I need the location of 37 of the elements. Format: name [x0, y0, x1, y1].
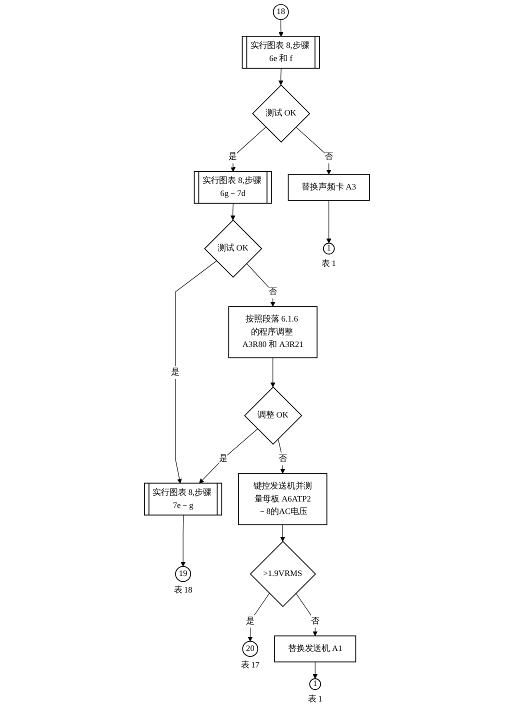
- edge-label: 是: [246, 616, 254, 626]
- arrow: [295, 126, 331, 175]
- node-circle: 1: [308, 678, 321, 690]
- node-diamond: 测试 OK: [204, 220, 262, 278]
- arrow: [180, 515, 186, 567]
- arrow: [280, 524, 285, 542]
- node-circle: 19: [174, 566, 191, 582]
- node-box: 替换发送机 A1: [274, 635, 356, 662]
- node-caption: 表 1: [321, 259, 336, 268]
- node-circle: 1: [322, 242, 334, 255]
- arrow: [174, 260, 216, 484]
- arrow: [246, 263, 275, 307]
- edge-label: 否: [324, 152, 333, 162]
- arrow: [278, 19, 283, 37]
- arrow: [278, 68, 283, 86]
- node-diamond: 调整 OK: [244, 386, 302, 445]
- node-circle: 20: [242, 640, 258, 657]
- node-caption: 表 1: [308, 694, 322, 704]
- arrow: [270, 357, 275, 388]
- edge-label: 是: [218, 454, 227, 464]
- edge-label: 否: [268, 287, 277, 296]
- edge-label: 否: [310, 616, 319, 626]
- arrow: [326, 200, 331, 244]
- edge-label: 是: [170, 368, 180, 377]
- node-diamond: >1.9VRMS: [249, 540, 316, 608]
- node-caption: 表 17: [240, 660, 259, 670]
- arrow: [312, 662, 318, 679]
- node-diamond: 测试 OK: [252, 84, 310, 143]
- node-box: 键控发送机并测量母板 A6ATP2－8的AC电压: [238, 473, 327, 526]
- node-circle: 18: [272, 4, 288, 20]
- node-caption: 表 18: [173, 586, 192, 595]
- node-box: 按照段落 6.1.6 的程序调整 A3R80 和 A3R21: [228, 306, 318, 358]
- edge-label: 否: [278, 454, 286, 464]
- arrow: [230, 203, 235, 220]
- arrow: [198, 428, 258, 484]
- node-box: 替换声频卡 A3: [287, 174, 370, 201]
- edge-label: 是: [228, 152, 237, 162]
